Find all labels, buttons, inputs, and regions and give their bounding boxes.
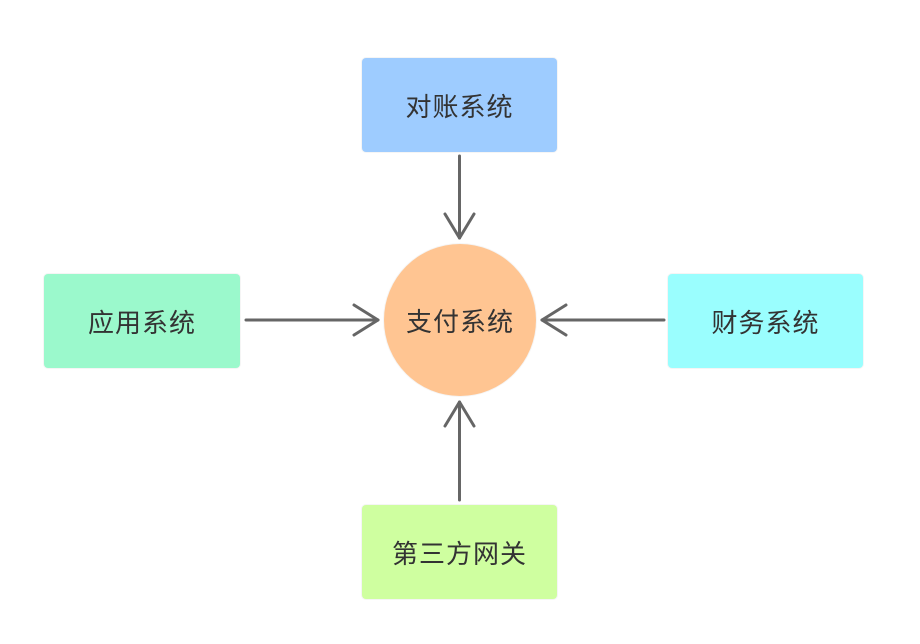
node-payment-system: 支付系统 <box>384 244 536 396</box>
node-application-system: 应用系统 <box>44 274 240 368</box>
node-payment-label: 支付系统 <box>405 307 514 338</box>
node-third-party-gateway: 第三方网关 <box>362 505 557 599</box>
node-app-label: 应用系统 <box>87 308 196 339</box>
edge-reconcile-to-payment <box>443 154 476 240</box>
node-gateway-label: 第三方网关 <box>391 539 527 570</box>
node-reconcile-system: 对账系统 <box>362 58 557 152</box>
node-finance-label: 财务系统 <box>711 308 820 339</box>
node-reconcile-label: 对账系统 <box>405 92 514 123</box>
edge-finance-to-payment <box>540 303 666 337</box>
edge-app-to-payment <box>244 303 380 337</box>
node-finance-system: 财务系统 <box>668 274 863 368</box>
edge-gateway-to-payment <box>443 400 476 502</box>
